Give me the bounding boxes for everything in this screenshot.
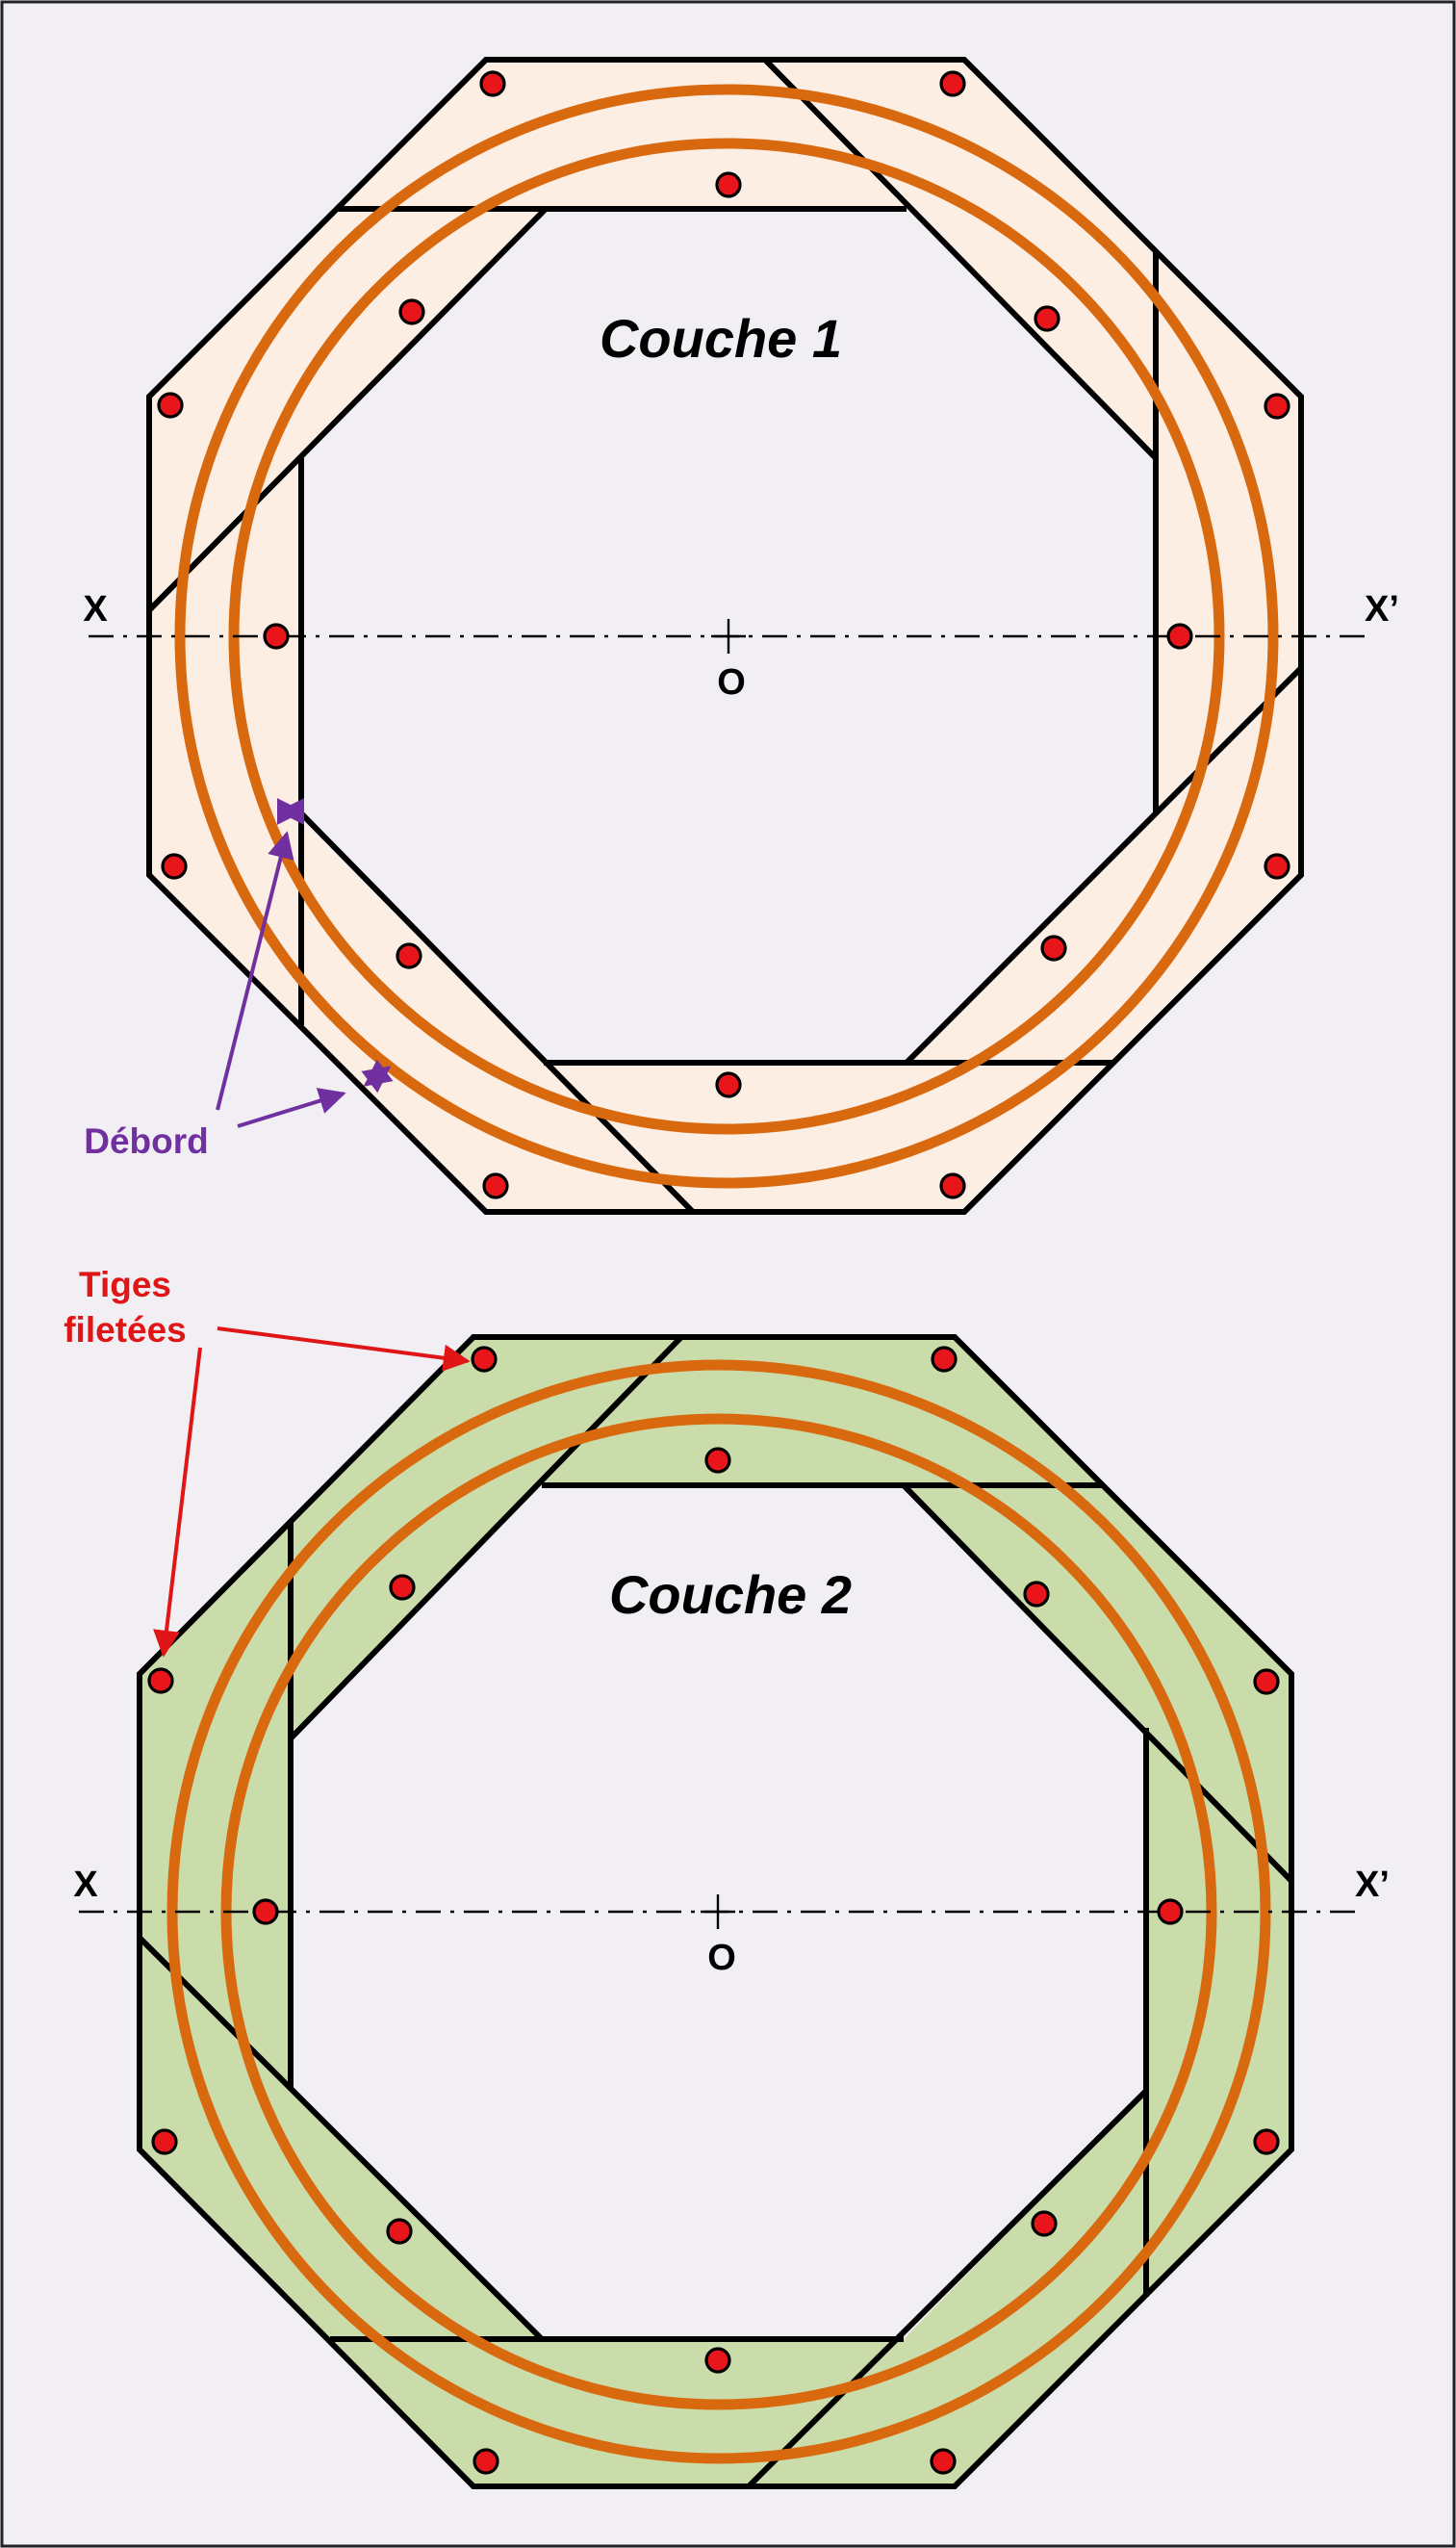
threaded-rod [398,298,425,325]
threaded-rod [1166,623,1193,650]
threaded-rod [161,853,188,880]
threaded-rod [1040,935,1067,962]
layer-2-axis-right-label: X’ [1355,1865,1390,1905]
threaded-rod [482,1172,509,1199]
threaded-rods-arrow [153,1347,202,1658]
threaded-rod [471,1346,498,1373]
overhang-arrow [237,1088,346,1128]
threaded-rod [473,2448,499,2475]
threaded-rod [1253,2128,1280,2155]
threaded-rod [704,2347,731,2374]
threaded-rod [715,171,742,198]
layer-2-center-label: O [707,1938,736,1978]
layer-2-axis-left-label: X [73,1865,98,1905]
threaded-rod [147,1667,174,1694]
threaded-rod [939,1172,966,1199]
threaded-rods-label-line2: filetées [64,1310,187,1350]
overhang-dimension [361,1059,394,1094]
threaded-rod [386,2218,413,2245]
overhang-arrow [216,831,294,1111]
threaded-rod [252,1898,279,1925]
layer-2-board-seams [137,1334,1294,2489]
layer-1-axis-right-label: X’ [1365,589,1399,630]
threaded-rod [931,1346,958,1373]
threaded-rods-annotation: Tiges filetées [64,1265,471,1658]
threaded-rod [1031,2210,1058,2237]
layer-1-board-seams [146,57,1304,1215]
layer-1-threaded-rods [157,70,1290,1199]
threaded-rod [479,70,506,97]
threaded-rod [151,2128,178,2155]
threaded-rod [930,2448,957,2475]
threaded-rod [704,1447,731,1474]
threaded-rod [1253,1668,1280,1695]
threaded-rod [263,623,290,650]
layer-1-title: Couche 1 [600,308,842,369]
threaded-rod [1034,305,1060,332]
layer-1: Couche 1 X X’ O Débord [83,57,1399,1215]
threaded-rod [396,942,422,969]
layer-2: Couche 2 X X’ O Tiges filetées [64,1265,1390,2489]
overhang-label: Débord [84,1121,209,1161]
layer-2-title: Couche 2 [609,1564,852,1625]
threaded-rod [939,70,966,97]
threaded-rod [389,1574,416,1601]
layer-1-outer-edge [146,57,1304,1215]
layer-2-threaded-rods [147,1346,1280,2475]
threaded-rod [157,392,184,419]
layer-2-ring-outer [166,1359,1271,2464]
threaded-rod [1264,853,1290,880]
threaded-rod [1264,393,1290,420]
layer-2-outer-edge [137,1334,1294,2489]
overhang-annotation: Débord [84,798,394,1161]
threaded-rods-arrow [217,1326,471,1372]
threaded-rod [1157,1898,1184,1925]
layer-1-axis-left-label: X [83,589,108,630]
layer-1-center-label: O [717,662,746,703]
threaded-rod [715,1071,742,1098]
threaded-rods-label-line1: Tiges [79,1265,171,1304]
layer-1-ring-outer [174,84,1279,1189]
threaded-rod [1023,1581,1050,1608]
